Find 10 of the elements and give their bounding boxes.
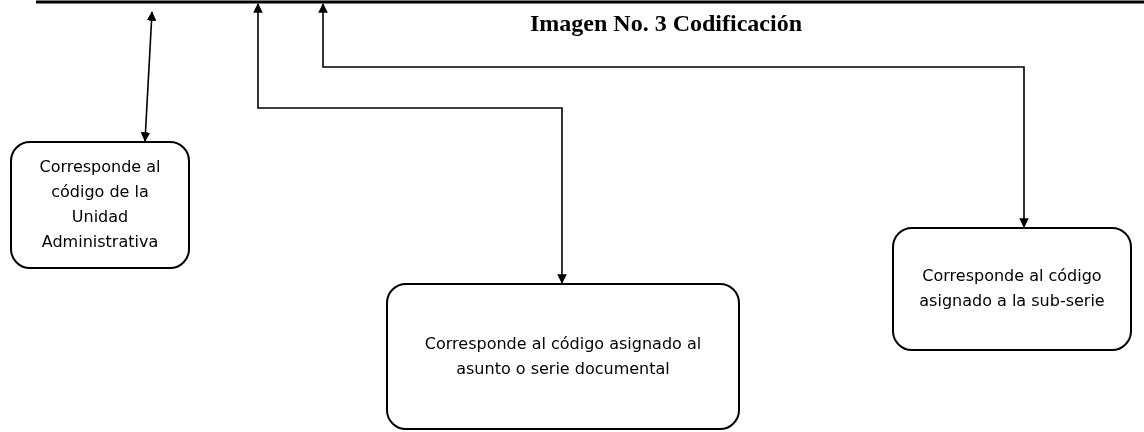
title: Imagen No. 3 Codificación xyxy=(530,10,802,37)
rounded-box xyxy=(10,141,190,269)
arrow xyxy=(318,3,1029,228)
rounded-box xyxy=(892,227,1132,351)
arrow xyxy=(140,11,157,142)
arrow xyxy=(253,3,567,284)
box-text: Corresponde al código asignado a la sub-serie xyxy=(918,265,1106,312)
box-text: Corresponde al código asignado al asunto o serie documental xyxy=(423,332,703,380)
rounded-box xyxy=(386,283,740,430)
box-text: Corresponde al código de la Unidad Administrativa xyxy=(38,156,162,253)
